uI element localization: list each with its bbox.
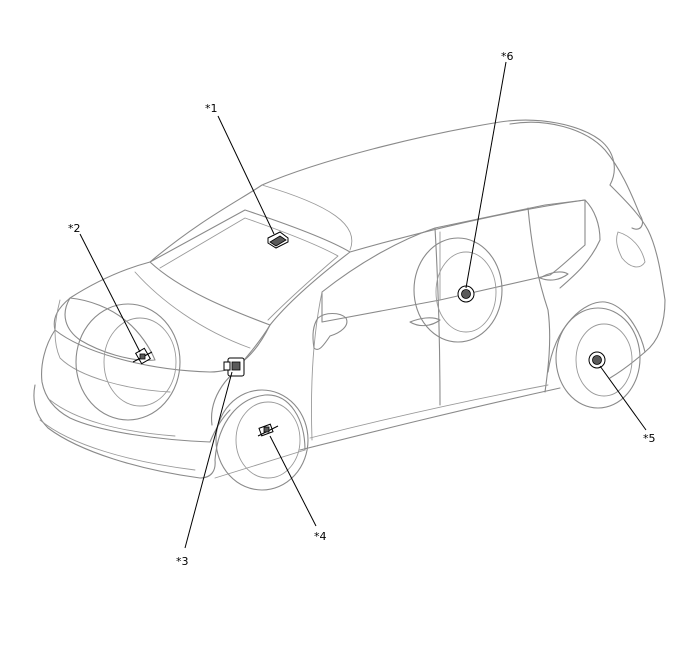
windshield-inner — [159, 217, 339, 321]
leader-lines — [79, 61, 647, 549]
front-right-wheel-inner — [235, 401, 301, 479]
leader-5 — [599, 365, 647, 431]
car-body — [33, 119, 666, 479]
front-wheel-arch — [214, 394, 306, 461]
part-6-sensor — [457, 285, 475, 303]
grille-lower — [49, 399, 176, 437]
rear-wheel-arch — [547, 301, 646, 373]
leader-1 — [217, 115, 275, 235]
rear-left-wheel-inner — [435, 251, 497, 333]
hood-outline — [53, 261, 271, 373]
rear-left-wheel-outer — [413, 237, 503, 343]
rear-right-wheel-outer — [555, 307, 641, 409]
leader-3 — [184, 371, 233, 549]
leader-6 — [465, 61, 507, 289]
front-left-wheel-inner — [103, 317, 177, 407]
front-door-handle — [409, 317, 441, 327]
part-5-sensor — [588, 351, 606, 369]
underbody-front — [214, 449, 306, 479]
wheels — [75, 237, 641, 491]
side-sill — [299, 387, 561, 451]
side-beltline — [349, 199, 601, 289]
rear-hatch — [609, 184, 666, 353]
callout-6: *6 — [501, 50, 514, 63]
leader-4 — [269, 435, 317, 527]
side-character-line — [309, 384, 549, 439]
leader-2 — [79, 233, 141, 353]
rear-bumper — [609, 351, 646, 379]
callout-1: *1 — [205, 102, 218, 115]
front-door-front-edge — [311, 291, 323, 441]
part-4-sensor — [257, 423, 279, 437]
part-2-sensor — [132, 347, 153, 365]
front-door-rear-edge — [434, 227, 441, 406]
callout-4: *4 — [314, 530, 327, 543]
callout-labels: *1 *2 *3 *4 *5 *6 — [68, 50, 656, 568]
roof-inner-line — [261, 184, 353, 251]
front-bumper — [41, 329, 231, 443]
headlamp — [64, 297, 156, 361]
front-left-wheel-outer — [75, 303, 181, 421]
parts — [132, 231, 606, 437]
rear-right-wheel-inner — [575, 323, 633, 397]
callout-3: *3 — [176, 555, 189, 568]
rear-door-rear-edge — [527, 207, 551, 393]
callout-2: *2 — [68, 222, 81, 235]
grille-upper — [54, 299, 171, 393]
front-right-wheel-outer — [215, 389, 309, 491]
rear-lamp — [616, 231, 646, 268]
roof-outline — [149, 119, 615, 263]
front-fender — [211, 324, 271, 426]
callout-5: *5 — [643, 432, 656, 445]
front-lip — [39, 419, 196, 471]
windshield-outline — [149, 209, 351, 326]
front-lower-bumper — [33, 384, 216, 479]
side-mirror — [312, 312, 348, 351]
roof-rear-spoiler — [509, 121, 643, 230]
part-3-actuator — [223, 357, 245, 377]
hood-crease — [134, 271, 251, 349]
rear-door-handle — [539, 271, 569, 281]
part-1-module — [267, 231, 289, 249]
